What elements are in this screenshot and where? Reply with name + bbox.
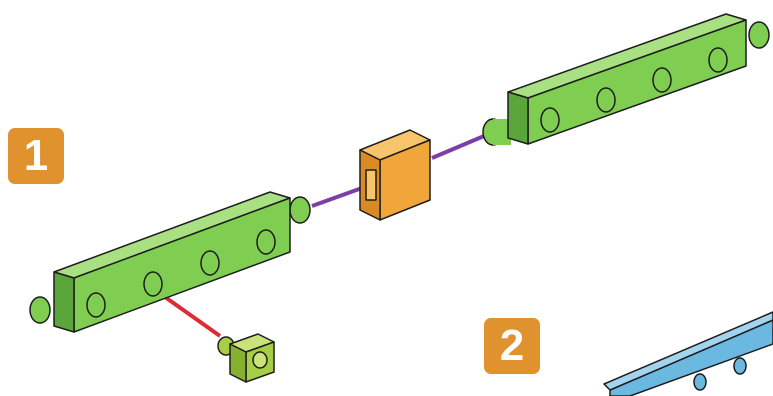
step-badge-1: 1 (8, 128, 64, 184)
purple-connector-line-right (431, 134, 485, 160)
blue-beam (603, 311, 773, 396)
green-beam-right (482, 13, 770, 146)
green-beam-left (29, 191, 311, 333)
orange-connector-block (359, 129, 431, 221)
step-badge-2: 2 (484, 318, 540, 374)
green-end-cap (217, 333, 275, 383)
purple-connector-line-left (311, 186, 363, 208)
